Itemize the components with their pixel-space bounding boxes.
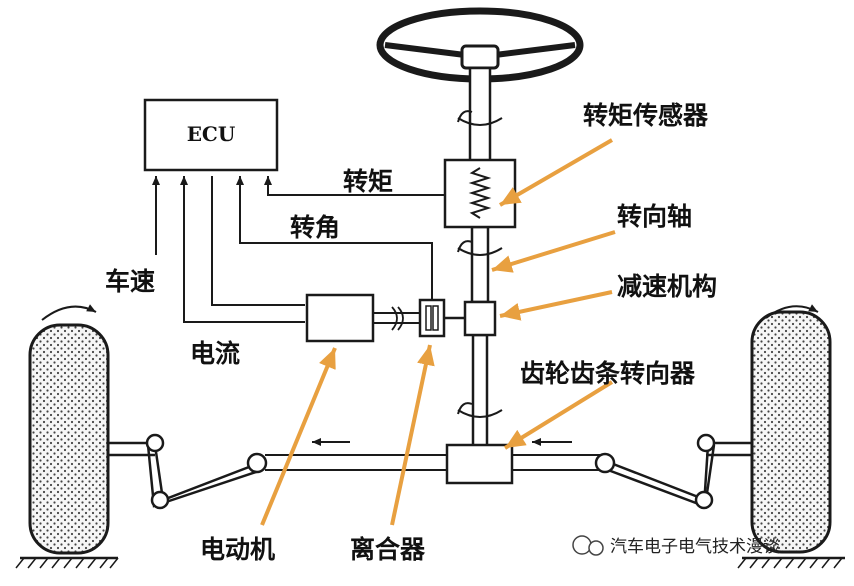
callout-arrows	[260, 138, 616, 526]
clutch-label: 离合器	[350, 535, 426, 564]
chat-bubble-icon-2	[588, 540, 604, 556]
rack-pinion-callout	[503, 380, 614, 450]
steering-shaft-label: 转向轴	[617, 202, 692, 231]
angle-signal-line	[236, 176, 433, 300]
ecu-wiring	[152, 176, 445, 323]
torque-signal-label: 转矩	[343, 167, 393, 196]
clutch	[418, 298, 446, 338]
watermark-text: 汽车电子电气技术漫谈	[610, 537, 780, 557]
watermark: 汽车电子电气技术漫谈	[572, 535, 780, 557]
rack-pinion-label: 齿轮齿条转向器	[520, 359, 696, 388]
motor	[305, 293, 420, 343]
torque-sensor-callout	[498, 138, 614, 207]
steering-shaft-callout	[491, 230, 616, 273]
motor-label: 电动机	[200, 535, 275, 564]
left-wheel	[15, 304, 119, 569]
ecu-label: ECU	[187, 122, 236, 146]
right-steering-linkage	[594, 433, 752, 510]
motor-control-line	[211, 176, 305, 306]
ecu-box: ECU	[143, 98, 279, 172]
rack-and-pinion	[265, 438, 600, 485]
vehicle-speed-label: 车速	[105, 267, 155, 296]
torque-signal-line	[264, 176, 445, 196]
reduction-gear-box	[463, 300, 497, 337]
motor-callout	[260, 347, 337, 526]
steering-column	[457, 66, 503, 449]
torque-sensor-label: 转矩传感器	[583, 101, 709, 130]
current-signal-line	[180, 176, 305, 323]
chat-bubble-icon	[572, 535, 592, 555]
angle-signal-label: 转角	[290, 213, 340, 242]
right-wheel	[737, 304, 845, 569]
clutch-callout	[390, 344, 435, 526]
torque-sensor	[443, 158, 517, 229]
current-label: 电流	[190, 339, 240, 368]
reduction-mechanism-callout	[499, 290, 613, 321]
reduction-mechanism-label: 减速机构	[617, 272, 717, 301]
left-steering-linkage	[108, 433, 268, 510]
